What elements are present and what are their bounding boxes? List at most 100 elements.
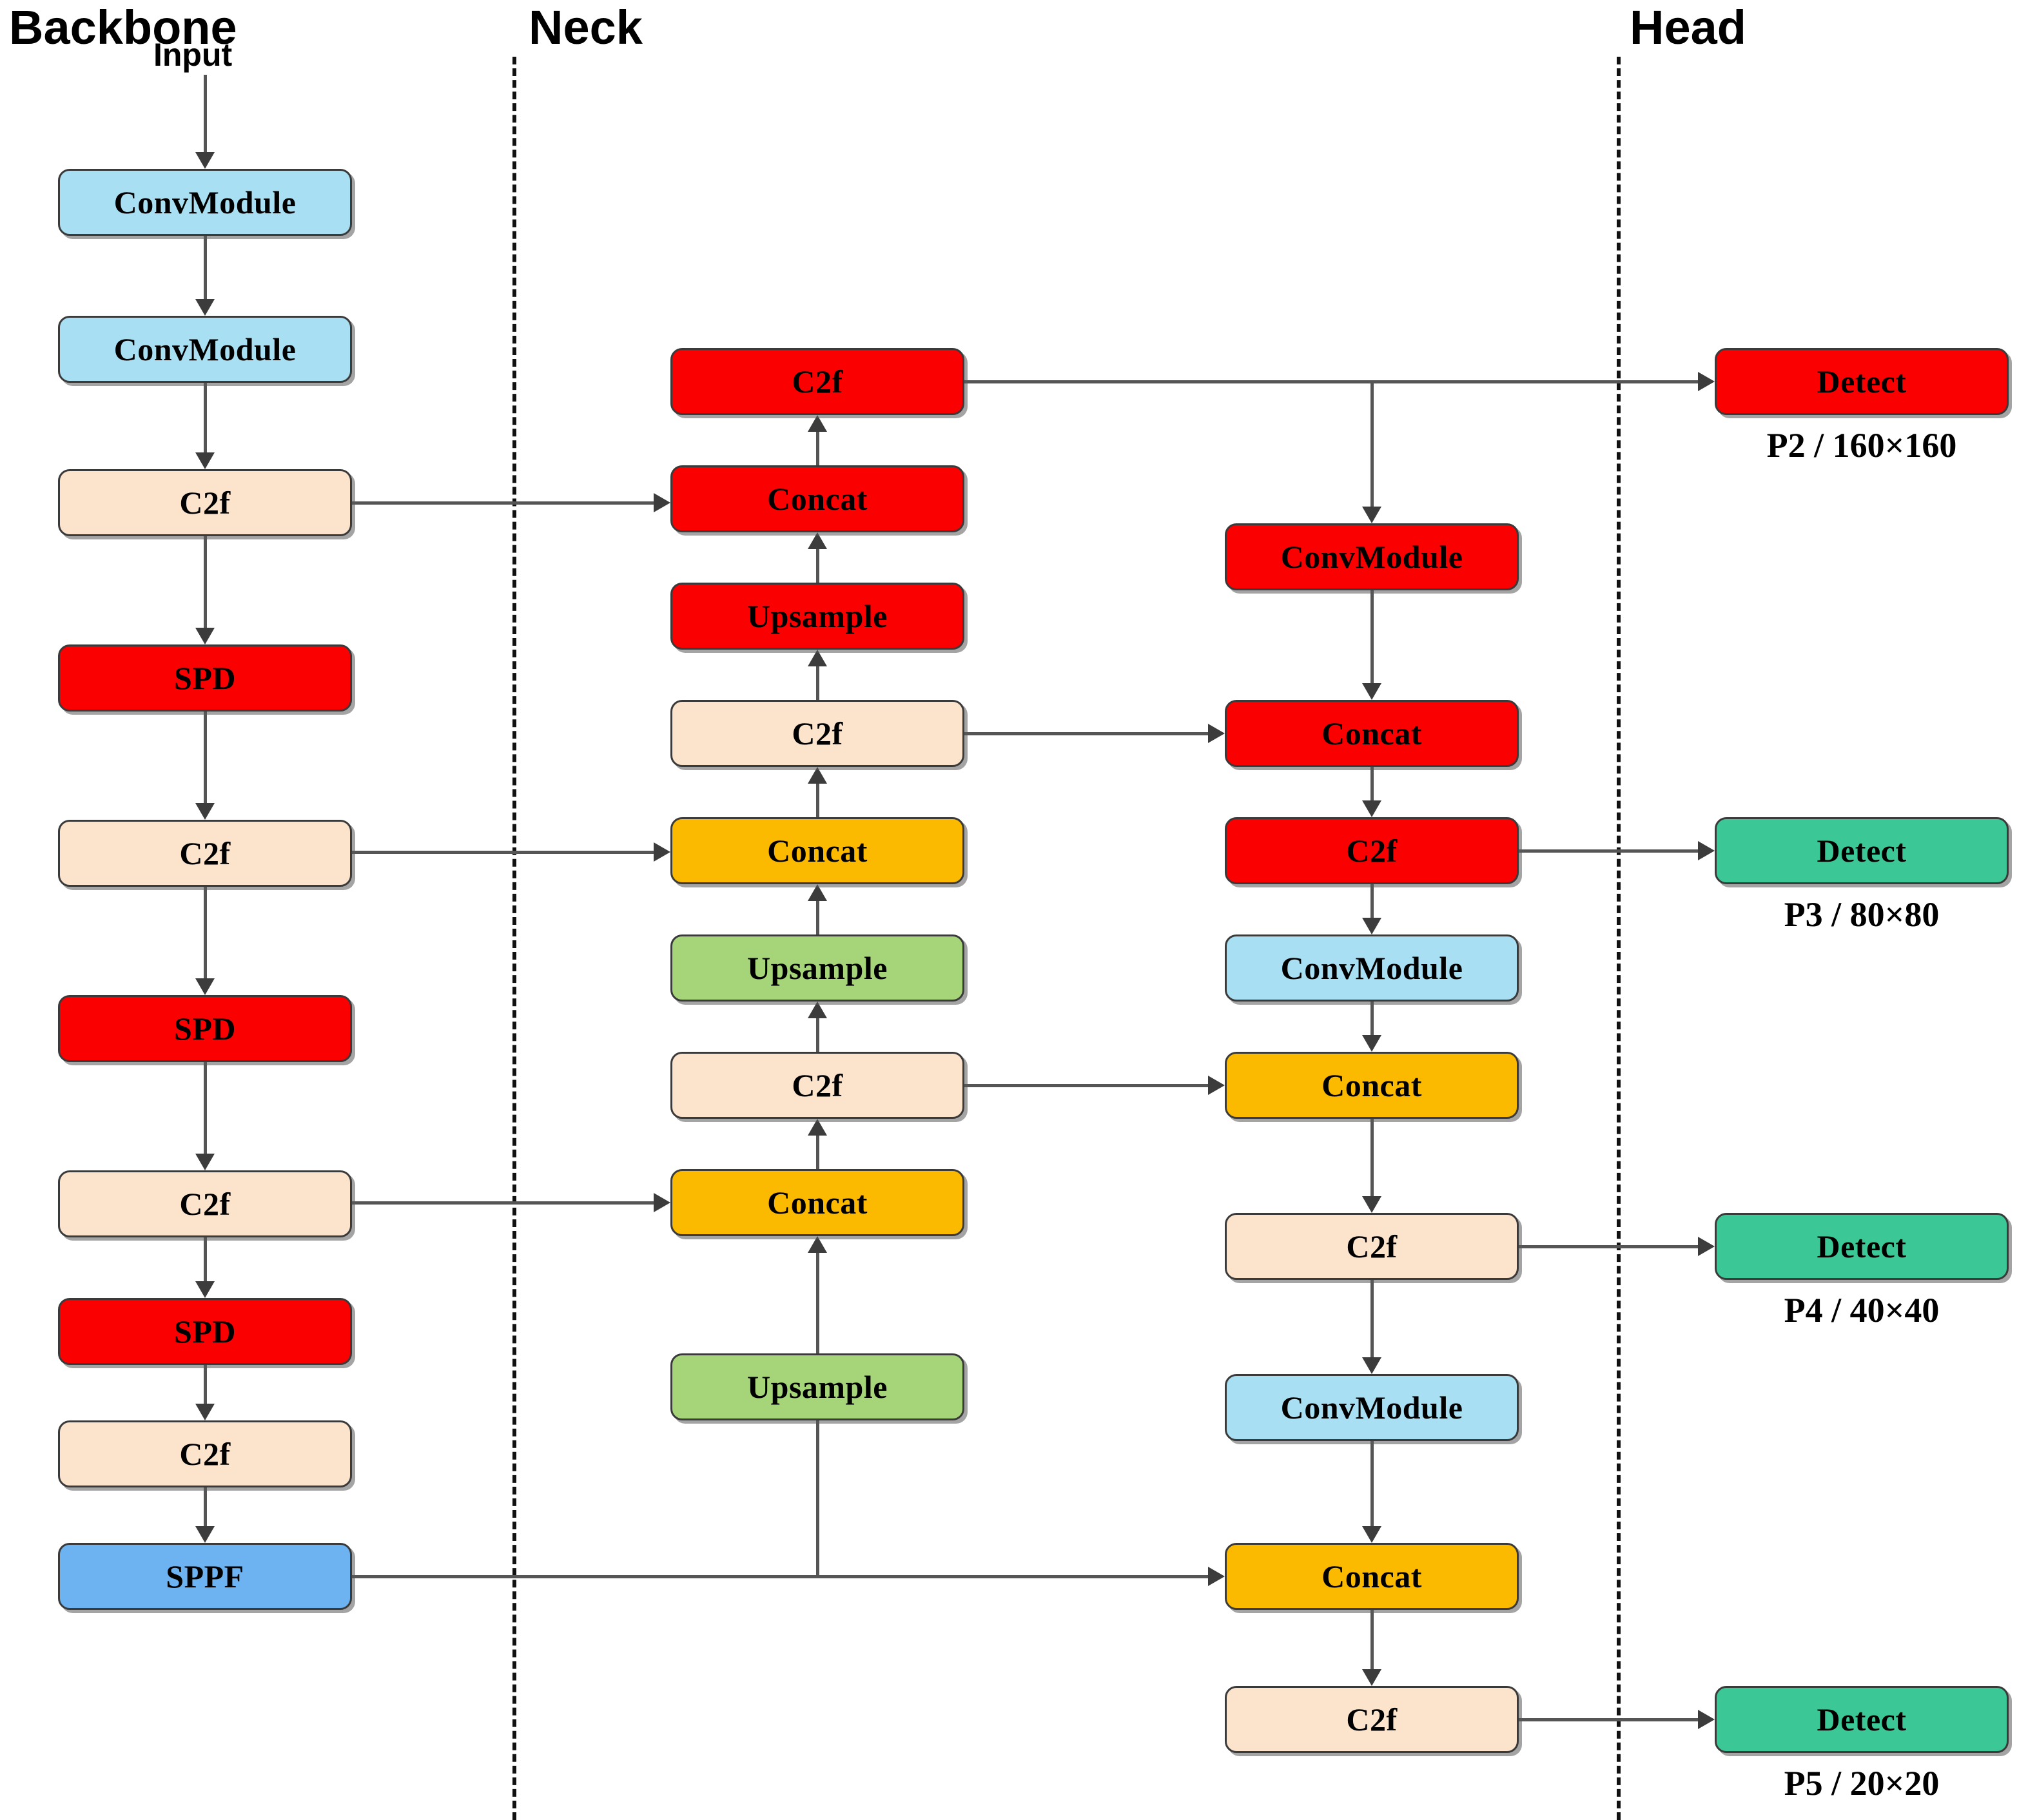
node-nk-upsample-3[interactable]: Upsample	[670, 1353, 964, 1420]
arrowhead-down	[195, 1281, 215, 1298]
connector-line	[1370, 1002, 1374, 1035]
node-nk-concat-3[interactable]: Concat	[670, 1169, 964, 1236]
connector-line	[816, 432, 819, 465]
node-label: SPPF	[166, 1558, 244, 1594]
connector-line	[204, 712, 207, 803]
node-bb-conv-2[interactable]: ConvModule	[58, 316, 352, 383]
node-label: SPD	[174, 1313, 236, 1350]
connector-line	[352, 1201, 654, 1205]
arrowhead-up	[808, 884, 827, 901]
node-label: Concat	[1321, 1067, 1422, 1103]
node-label: Concat	[1321, 1558, 1422, 1594]
node-pan-concat-2[interactable]: Concat	[1225, 1052, 1519, 1119]
node-label: C2f	[179, 835, 231, 871]
connector-line	[816, 784, 819, 817]
node-pan-c2f-2[interactable]: C2f	[1225, 1213, 1519, 1280]
node-bb-c2f-1[interactable]: C2f	[58, 469, 352, 536]
node-label: C2f	[792, 1067, 843, 1103]
connector-line	[204, 236, 207, 299]
node-label: Upsample	[747, 598, 888, 634]
connector-line	[964, 380, 1698, 383]
connector-line	[352, 501, 654, 505]
arrowhead-down	[195, 803, 215, 820]
node-bb-spd-2[interactable]: SPD	[58, 995, 352, 1062]
node-pan-c2f-3[interactable]: C2f	[1225, 1686, 1519, 1753]
arrowhead-right	[1208, 1076, 1225, 1095]
connector-line	[352, 851, 654, 854]
node-detect-p4[interactable]: Detect	[1715, 1213, 2009, 1280]
arrowhead-right	[1698, 841, 1715, 860]
node-detect-p5[interactable]: Detect	[1715, 1686, 2009, 1753]
node-bb-c2f-4[interactable]: C2f	[58, 1420, 352, 1487]
node-label: Upsample	[747, 950, 888, 986]
node-nk-c2f-3[interactable]: C2f	[670, 1052, 964, 1119]
node-bb-spd-3[interactable]: SPD	[58, 1298, 352, 1365]
node-nk-upsample-2[interactable]: Upsample	[670, 934, 964, 1002]
connector-line	[1519, 849, 1698, 853]
connector-line	[964, 1084, 1208, 1087]
node-bb-sppf[interactable]: SPPF	[58, 1543, 352, 1610]
node-pan-concat-3[interactable]: Concat	[1225, 1543, 1519, 1610]
connector-line	[1370, 884, 1374, 918]
node-label: Concat	[767, 481, 868, 517]
arrowhead-down	[1362, 800, 1381, 817]
arrowhead-right	[1698, 1237, 1715, 1256]
connector-line	[204, 1237, 207, 1281]
arrowhead-up	[808, 1002, 827, 1018]
arrowhead-down	[1362, 1526, 1381, 1543]
node-label: ConvModule	[1280, 1389, 1463, 1426]
section-title-neck: Neck	[529, 1, 643, 54]
connector-line	[1370, 590, 1374, 683]
connector-line	[816, 1136, 819, 1169]
connector-line	[816, 1420, 819, 1576]
connector-line	[204, 1062, 207, 1154]
node-pan-c2f-1[interactable]: C2f	[1225, 817, 1519, 884]
node-label: Concat	[767, 833, 868, 869]
node-bb-c2f-2[interactable]: C2f	[58, 820, 352, 887]
divider-neck-head	[1617, 57, 1621, 1820]
arrowhead-right	[1698, 1710, 1715, 1729]
arrowhead-down	[1362, 1357, 1381, 1374]
arrowhead-right	[1208, 724, 1225, 743]
caption-caption-p2: P2 / 160×160	[1766, 426, 1957, 465]
node-nk-c2f-2[interactable]: C2f	[670, 700, 964, 767]
arrowhead-up	[808, 1236, 827, 1253]
connector-line	[352, 1575, 1208, 1578]
connector-line	[1519, 1718, 1698, 1721]
arrowhead-up	[808, 650, 827, 666]
node-label: C2f	[179, 1436, 231, 1472]
node-bb-spd-1[interactable]: SPD	[58, 644, 352, 712]
node-label: SPD	[174, 660, 236, 696]
connector-line	[204, 1365, 207, 1404]
node-pan-conv-2[interactable]: ConvModule	[1225, 934, 1519, 1002]
node-pan-conv-3[interactable]: ConvModule	[1225, 1374, 1519, 1441]
node-nk-concat-1[interactable]: Concat	[670, 465, 964, 532]
connector-line	[1370, 767, 1374, 800]
node-label: ConvModule	[1280, 950, 1463, 986]
connector-line	[816, 901, 819, 934]
connector-line	[204, 75, 207, 152]
arrowhead-down	[195, 152, 215, 169]
node-detect-p3[interactable]: Detect	[1715, 817, 2009, 884]
connector-line	[1370, 1119, 1374, 1196]
arrowhead-right	[654, 1193, 670, 1212]
node-label: Concat	[767, 1185, 868, 1221]
node-label: C2f	[179, 1186, 231, 1222]
node-bb-conv-1[interactable]: ConvModule	[58, 169, 352, 236]
arrowhead-up	[808, 1119, 827, 1136]
node-nk-upsample-1[interactable]: Upsample	[670, 583, 964, 650]
connector-line	[1370, 382, 1374, 507]
node-label: Detect	[1817, 833, 1907, 869]
node-nk-concat-2[interactable]: Concat	[670, 817, 964, 884]
node-pan-conv-1[interactable]: ConvModule	[1225, 523, 1519, 590]
node-pan-concat-1[interactable]: Concat	[1225, 700, 1519, 767]
arrowhead-right	[1208, 1567, 1225, 1586]
arrowhead-up	[808, 415, 827, 432]
arrowhead-right	[654, 842, 670, 862]
node-bb-c2f-3[interactable]: C2f	[58, 1170, 352, 1237]
node-nk-c2f-top[interactable]: C2f	[670, 348, 964, 415]
node-label: SPD	[174, 1011, 236, 1047]
node-detect-p2[interactable]: Detect	[1715, 348, 2009, 415]
node-label: ConvModule	[113, 184, 297, 220]
